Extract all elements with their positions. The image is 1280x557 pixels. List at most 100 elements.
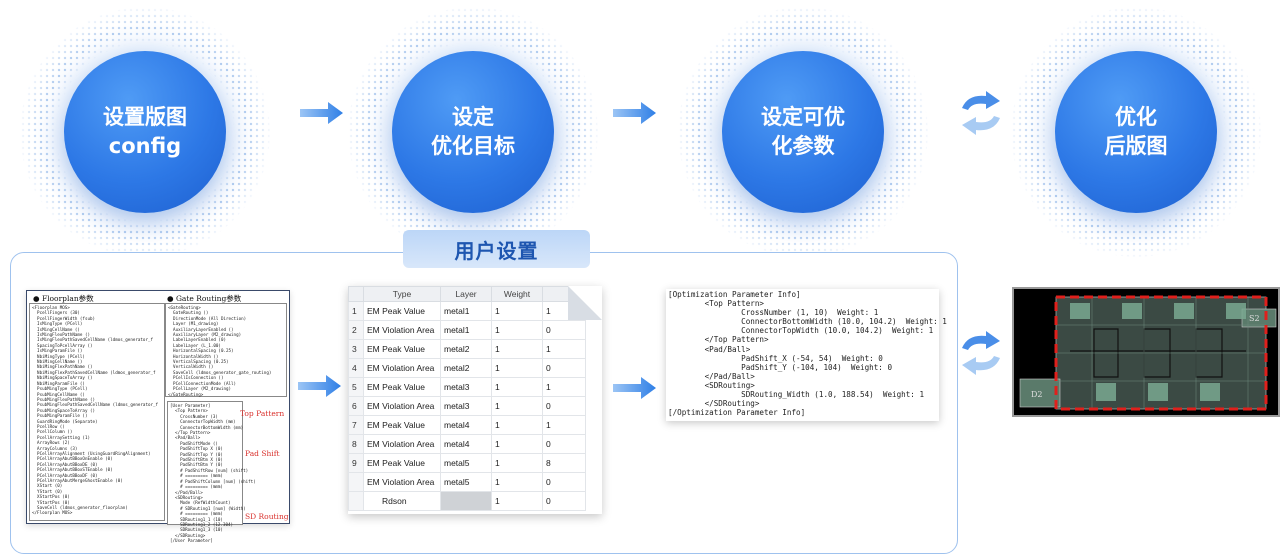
cell-extra: 0: [542, 434, 586, 454]
cell-extra: 1: [542, 415, 586, 435]
cell-type: EM Violation Area: [363, 320, 441, 340]
floorplan-header-label: Floorplan参数: [41, 294, 94, 303]
cell-weight: 1: [491, 377, 543, 397]
cell-weight: 1: [491, 415, 543, 435]
cell-weight: 1: [491, 396, 543, 416]
step-2-line-1: 设定: [452, 105, 494, 129]
layout-drawing: S2 D2: [1019, 295, 1277, 411]
column-header-layer: Layer: [440, 286, 492, 302]
cell-weight: 1: [491, 453, 543, 473]
optimization-parameter-info: [Optimization Parameter Info] <Top Patte…: [666, 289, 947, 421]
cell-layer: metal4: [440, 415, 492, 435]
cell-layer: metal4: [440, 434, 492, 454]
gate-routing-header: ● Gate Routing参数: [167, 294, 242, 303]
step-3-line-2: 化参数: [771, 134, 835, 158]
layout-label-s2: S2: [1249, 314, 1260, 323]
floorplan-params-doc: ● Floorplan参数 ● Gate Routing参数 <Floorpla…: [26, 290, 290, 543]
column-header-weight: Weight: [491, 286, 543, 302]
step-1-line-2: config: [108, 134, 182, 158]
row-index: 7: [348, 415, 364, 435]
arrow-right-icon: [300, 102, 343, 124]
row-index: 9: [348, 453, 364, 473]
row-index: 8: [348, 434, 364, 454]
cell-layer: metal3: [440, 396, 492, 416]
cell-weight: 1: [491, 472, 543, 492]
cell-extra: 0: [542, 320, 586, 340]
floorplan-header: ● Floorplan参数: [33, 294, 94, 303]
refresh-cycle-icon: [962, 91, 1000, 135]
cell-type: EM Peak Value: [363, 339, 441, 359]
cell-type: EM Peak Value: [363, 415, 441, 435]
cell-type: EM Peak Value: [363, 377, 441, 397]
cell-layer: metal3: [440, 377, 492, 397]
cell-extra: 1: [542, 377, 586, 397]
step-3-line-1: 设定可优: [761, 105, 845, 129]
cell-type: EM Violation Area: [363, 358, 441, 378]
cell-type: Rdson: [363, 491, 441, 511]
row-index: 4: [348, 358, 364, 378]
step-2-line-2: 优化目标: [431, 134, 515, 158]
arrow-right-icon: [613, 377, 656, 399]
cell-extra: 0: [542, 396, 586, 416]
cell-layer: metal1: [440, 301, 492, 321]
cell-type: EM Violation Area: [363, 434, 441, 454]
step-1-layout-config: 设置版图 config: [64, 51, 226, 213]
floorplan-text: <Floorplan MOS> PcellFingers (30) PcellF…: [29, 303, 165, 521]
cell-type: EM Peak Value: [363, 301, 441, 321]
page-fold: [568, 286, 602, 320]
pad-shift-label: Pad Shift: [245, 449, 280, 458]
user-parameter-text: [User Parameter] <Top Pattern> CrossNumb…: [167, 401, 256, 543]
cell-layer: metal5: [440, 453, 492, 473]
cell-extra: 0: [542, 472, 586, 492]
refresh-cycle-icon: [962, 331, 1000, 375]
cell-weight: 1: [491, 320, 543, 340]
cell-layer: metal2: [440, 358, 492, 378]
user-settings-title: 用户设置: [403, 230, 590, 268]
column-header-type: Type: [363, 286, 441, 302]
cell-extra: 0: [542, 358, 586, 378]
step-2-optimization-target: 设定 优化目标: [392, 51, 554, 213]
gate-routing-header-label: Gate Routing参数: [175, 294, 242, 303]
cell-extra: 1: [542, 339, 586, 359]
cell-weight: 1: [491, 301, 543, 321]
cell-layer: metal5: [440, 472, 492, 492]
cell-type: EM Violation Area: [363, 396, 441, 416]
cell-layer: metal2: [440, 339, 492, 359]
sd-routing-label: SD Routing: [245, 512, 289, 521]
row-index: [348, 472, 364, 492]
step-1-line-1: 设置版图: [103, 105, 187, 129]
arrow-right-icon: [298, 375, 341, 397]
step-4-optimized-layout: 优化 后版图: [1055, 51, 1217, 213]
row-index: 5: [348, 377, 364, 397]
cell-type: EM Violation Area: [363, 472, 441, 492]
arrow-right-icon: [613, 102, 656, 124]
gate-routing-text: <GateRouting> GateRouting () DirectionMo…: [165, 303, 287, 397]
step-3-optimizable-params: 设定可优 化参数: [722, 51, 884, 213]
row-index: [348, 491, 364, 511]
row-index: 3: [348, 339, 364, 359]
row-index: 1: [348, 301, 364, 321]
step-4-line-1: 优化: [1115, 105, 1157, 129]
cell-weight: 1: [491, 339, 543, 359]
cell-extra: 0: [542, 491, 586, 511]
row-index: 6: [348, 396, 364, 416]
layout-label-d2: D2: [1031, 390, 1043, 399]
step-4-line-2: 后版图: [1104, 134, 1168, 158]
top-pattern-label: Top Pattern: [240, 409, 285, 418]
cell-weight: 1: [491, 434, 543, 454]
row-index: 2: [348, 320, 364, 340]
cell-weight: 1: [491, 491, 543, 511]
